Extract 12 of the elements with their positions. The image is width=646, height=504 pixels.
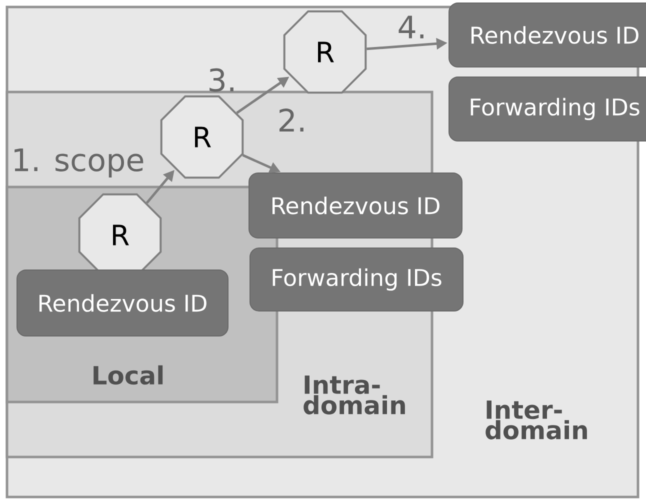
router-octagon: R [160, 95, 244, 179]
edge-label: 1. scope [14, 148, 144, 178]
edge-label: 4. [398, 16, 424, 38]
id-box: Forwarding IDs [250, 248, 464, 312]
edge-label: 3. [210, 68, 234, 92]
id-box: Rendezvous ID [16, 270, 228, 336]
router-octagon: R [283, 10, 367, 94]
id-box: Rendezvous ID [448, 2, 646, 68]
router-octagon: R [78, 193, 162, 277]
id-box: Forwarding IDs [448, 76, 646, 142]
edge-label: 2. [279, 108, 304, 132]
id-box: Rendezvous ID [248, 172, 462, 238]
